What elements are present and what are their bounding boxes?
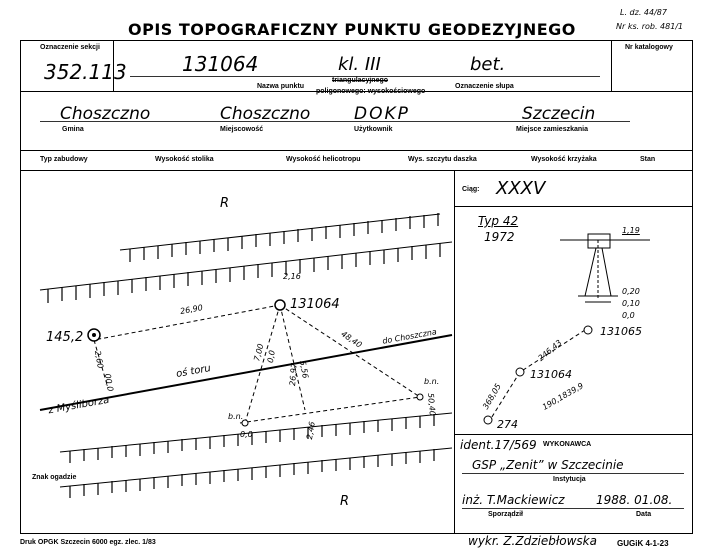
bottom-fence-2 [59,412,453,453]
slab [587,233,611,249]
katalog-label: Nr katalogowy [625,44,673,51]
sekcja-label: Oznaczenie sekcji [40,44,100,51]
depth-0-20: 0,20 [622,287,640,296]
stan-label: Stan [640,156,656,163]
pt-131065-marker [583,325,593,335]
ciag-value: XXXV [496,178,546,199]
point-145-label: 145,2 [46,330,84,345]
uzytkownik-value: DOKP [354,104,410,124]
miejscowosc-value: Choszczno [220,104,311,124]
point-131064-label: 131064 [290,297,340,312]
document-title: OPIS TOPOGRAFICZNY PUNKTU GEODEZYJNEGO [128,20,576,39]
point-131064-marker [274,299,286,311]
author-underline [462,508,684,509]
type-label-1: triangulacyjnego [332,77,389,84]
point-number: 131064 [182,52,259,76]
pt-274-marker [483,415,493,425]
pt-131064-label-panel: 131064 [530,368,572,381]
gugik-footer: GUGiK 4-1-23 [617,539,669,548]
top-fence-2 [119,213,441,251]
bn-left-label: b.n. [228,412,244,421]
typ-zabudowy-label: Typ zabudowy [40,156,88,163]
type-label-2: poligonowego: wysokościowego [316,88,426,95]
ks-rob-number: Nr ks. rob. 481/1 [616,22,684,31]
label-r-bottom: R [340,494,350,509]
wykonawca-label: WYKONAWCA [543,441,592,448]
wykr-footer: wykr. Z.Zdziebłowska [468,534,597,548]
author-value: inż. T.Mackiewicz [462,493,565,507]
bottom-fence-2-teeth [69,414,435,463]
pt-131065-label: 131065 [600,325,642,338]
znak-label: Znak ogadzie [32,474,77,481]
pt-131064-marker-panel [515,367,525,377]
bottom-fence [59,447,453,488]
gmina-label: Gmina [62,126,84,133]
depth-0-0: 0,0 [622,311,635,320]
data-label: Data [636,511,652,518]
row2-bottom [20,150,693,151]
network-lines [489,329,586,421]
track-axis [39,334,453,411]
ciag-bottom [454,206,692,207]
institution-underline [462,473,684,474]
sketch-divider [454,170,455,533]
slup-label: Oznaczenie słupa [455,83,514,90]
point-marking: bet. [470,54,506,75]
ident-top [454,434,692,435]
miejscowosc-label: Miejscowość [220,126,264,133]
nazwa-label: Nazwa punktu [257,83,305,90]
gmina-value: Choszczno [60,104,151,124]
sekcja-value: 352.113 [44,60,127,84]
row1-bottom [20,91,693,92]
dist-2-16: 2,16 [283,272,301,281]
katalog-divider [611,40,612,91]
krzyzak-label: Wysokość krzyżaka [531,156,597,163]
frame-left [20,40,21,534]
bottom-fence-teeth [69,449,435,498]
label-r-top: R [220,196,230,211]
stolik-label: Wysokość stolika [155,156,214,163]
row1-underline [130,76,600,77]
bn-right-label: b.n. [424,377,440,386]
dist-50-40: 50,40 [425,392,437,417]
frame-top [20,40,693,41]
point-class: kl. III [338,54,381,75]
sekcja-divider [113,40,114,91]
pt-274-label: 274 [497,418,518,431]
top-fence-teeth [47,243,441,303]
ciag-label: Ciąg: [462,186,480,193]
post-base [578,295,618,303]
top-fence [39,241,453,291]
ldz-number: L. dz. 44/87 [620,8,667,17]
dist-00-bn: 0,0 [240,430,253,439]
daszek-label: Wys. szczytu daszka [408,156,477,163]
sporzadzil-label: Sporządził [488,511,524,518]
year-value: 1972 [484,230,515,244]
bn-right-marker [416,393,424,401]
point-145-center [92,333,96,337]
date-value: 1988. 01.08. [596,493,673,507]
depth-0-10: 0,10 [622,299,640,308]
frame-bottom [20,533,693,534]
dash-lines [93,304,421,424]
depth-1-19: 1,19 [622,226,640,235]
bn-left-marker [241,419,249,427]
row2-underline [40,121,630,122]
institution-value: GSP „Zenit” w Szczecinie [472,458,624,472]
zamieszkanie-label: Miejsce zamieszkania [516,126,588,133]
uzytkownik-label: Użytkownik [354,126,393,133]
ident-value: ident.17/569 [460,438,537,452]
institution-label: Instytucja [553,476,586,483]
row3-bottom [20,170,693,171]
zamieszkanie-value: Szczecin [522,104,596,124]
typ-value: Typ 42 [478,214,519,228]
frame-right [692,40,693,534]
heliotrop-label: Wysokość helicotropu [286,156,361,163]
druk-footer: Druk OPGK Szczecin 6000 egz. zlec. 1/83 [20,539,156,546]
top-fence-2-teeth [129,213,439,262]
